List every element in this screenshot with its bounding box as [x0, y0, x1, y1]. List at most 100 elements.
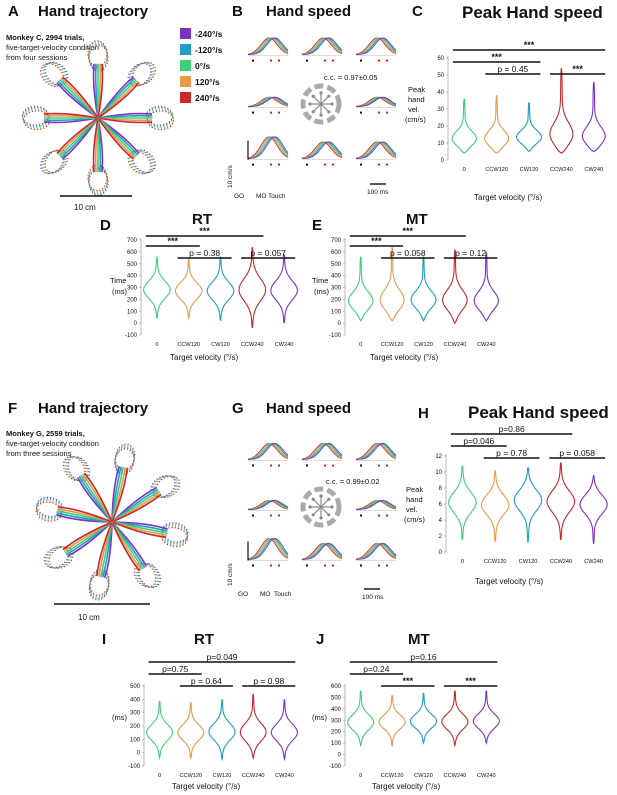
y-tick-label: 300 [130, 711, 141, 717]
y-tick-label: 500 [331, 262, 342, 268]
speed-trace [247, 96, 289, 108]
direction-ring-icon [300, 83, 342, 125]
target-path-oval [128, 150, 153, 175]
speed-trace [248, 538, 289, 560]
speed-trace [247, 136, 289, 159]
event-marker [252, 514, 254, 517]
y-axis-label: Peak [406, 485, 423, 494]
x-category-label: CCW120 [381, 342, 404, 348]
x-category-label: CW240 [584, 559, 603, 565]
reach-trajectory [43, 112, 99, 119]
reach-trajectory [111, 467, 128, 523]
y-axis-label: (ms) [312, 713, 327, 722]
x-category-label: 0 [461, 559, 464, 565]
speed-trace [302, 443, 343, 460]
panel-g-mo-label: MO [260, 591, 270, 598]
target-path-oval [127, 150, 152, 175]
legend-swatch-3 [180, 76, 191, 87]
violin-CW120 [206, 256, 235, 321]
y-axis-label: Peak [408, 85, 425, 94]
panel-a-session-note: from four sessions [6, 53, 68, 62]
target-path-oval [87, 40, 108, 68]
event-marker [360, 464, 362, 467]
y-tick-label: 12 [435, 454, 442, 460]
panel-b-go-label: GO [234, 193, 244, 200]
speed-trace [301, 443, 343, 460]
speed-trace [247, 136, 289, 159]
panel-label-h: H [418, 405, 429, 422]
direction-arrowhead-icon [319, 91, 323, 95]
speed-trace [355, 443, 397, 460]
speed-trace [355, 543, 397, 560]
target-path-oval [89, 571, 110, 599]
chart-title: MT [406, 211, 428, 228]
reach-trajectory [57, 117, 99, 156]
y-axis-label: (ms) [112, 713, 127, 722]
x-category-label: CCW120 [485, 167, 508, 173]
panel-f-condition-note: five-target-velocity condition [6, 439, 99, 448]
significance-label: p=0.16 [410, 652, 437, 662]
speed-trace [247, 538, 289, 560]
direction-arrow-icon [312, 103, 322, 113]
y-tick-label: 50 [437, 73, 444, 79]
event-marker [252, 464, 254, 467]
violin-CW240 [581, 81, 606, 153]
target-path-oval [135, 562, 158, 588]
significance-label: p = 0.38 [189, 248, 220, 258]
chart-title: RT [194, 631, 214, 648]
reach-trajectory [92, 117, 99, 173]
event-marker [378, 564, 380, 567]
target-path-oval [64, 455, 87, 482]
y-tick-label: 300 [127, 286, 138, 292]
panel-label-j: J [316, 631, 324, 648]
target-path-oval [88, 167, 109, 195]
y-axis-label: Time [312, 276, 328, 285]
significance-label: p = 0.057 [250, 248, 286, 258]
event-marker [378, 59, 380, 62]
x-category-label: 0 [359, 342, 362, 348]
violin-CCW120 [379, 247, 405, 322]
panel-g-go-label: GO [238, 591, 248, 598]
x-category-label: CW240 [275, 342, 294, 348]
target-path-oval [114, 443, 136, 471]
target-path-oval [40, 63, 64, 87]
speed-trace [247, 538, 289, 560]
violin-CCW120 [177, 701, 205, 761]
reach-trajectory [57, 506, 113, 523]
direction-arrowhead-icon [311, 94, 315, 98]
direction-arrowhead-icon [308, 505, 312, 509]
legend-label-4: 240°/s [195, 93, 220, 103]
direction-arrowhead-icon [327, 110, 331, 114]
violin-CCW240 [549, 68, 574, 154]
target-path-oval [138, 562, 161, 589]
y-tick-label: 500 [127, 262, 138, 268]
x-category-label: CW120 [520, 167, 539, 173]
y-tick-label: 700 [331, 238, 342, 244]
panel-label-e: E [312, 217, 322, 234]
event-marker [360, 514, 362, 517]
violin-CCW120 [174, 258, 203, 321]
target-path-oval [43, 545, 69, 569]
speed-trace [302, 37, 343, 55]
speed-trace [301, 141, 343, 159]
reach-trajectory [97, 63, 104, 119]
event-marker [278, 514, 280, 517]
speed-grid-b [247, 37, 397, 166]
target-path-oval [35, 501, 63, 522]
speed-trace [247, 538, 289, 560]
chart-title: Peak Hand speed [462, 3, 603, 22]
significance-label: *** [465, 676, 476, 686]
direction-arrowhead-icon [319, 113, 323, 117]
target-path-oval [147, 110, 175, 131]
event-marker [378, 163, 380, 166]
legend-label-1: -120°/s [195, 45, 223, 55]
significance-label: *** [371, 236, 382, 246]
target-path-oval [23, 110, 51, 131]
target-path-oval [136, 562, 159, 588]
trajectory-plot-a [21, 40, 175, 196]
event-marker [360, 59, 362, 62]
event-marker [270, 514, 272, 517]
significance-label: p = 0.45 [497, 64, 528, 74]
direction-ring-icon [300, 486, 342, 528]
